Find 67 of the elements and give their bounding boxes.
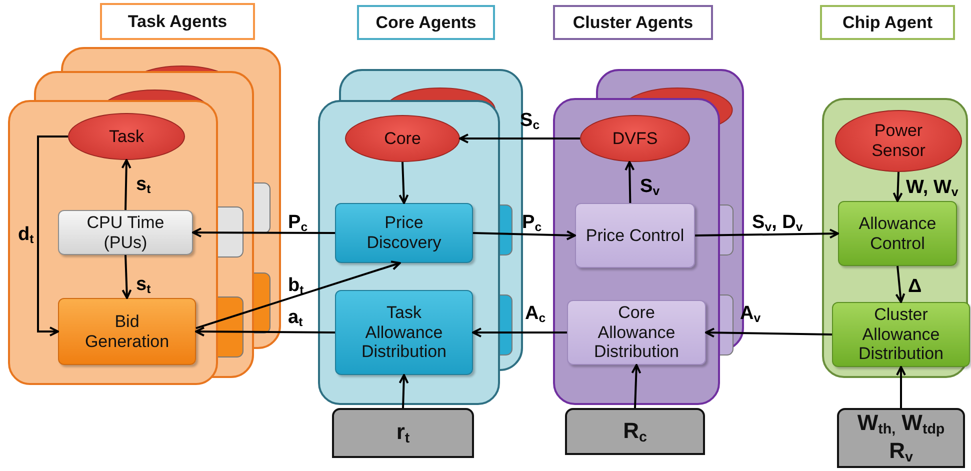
process-box: [832, 302, 970, 367]
arrow: [122, 254, 132, 299]
process-box: [58, 210, 193, 255]
arrow: [892, 172, 903, 202]
box-label: CPU Time (PUs): [86, 212, 166, 252]
arrow: [196, 260, 401, 330]
arrow: [624, 161, 635, 204]
arrow: [895, 266, 906, 303]
edge-label: s$_{t}$: [136, 275, 151, 296]
arrow: [694, 228, 839, 239]
input-label: r$_{t}$: [396, 419, 410, 447]
process-box: [567, 300, 706, 365]
edge-label: d$_{t}$: [18, 225, 34, 246]
group-title-box: [100, 3, 255, 40]
box-label: Cluster Allowance Distribution: [857, 305, 945, 364]
arrow: [121, 159, 132, 210]
arrow: [705, 328, 832, 338]
box-label: Price Control: [586, 226, 684, 246]
box-label: Price Discovery: [366, 213, 442, 253]
box-label: Task Allowance Distribution: [360, 303, 448, 362]
arrow: [896, 366, 906, 408]
edge-label: S$_{v}$: [640, 177, 660, 198]
arrow: [398, 162, 409, 204]
arrow: [631, 364, 642, 408]
box-label: Bid Generation: [84, 312, 170, 352]
arrow: [192, 228, 335, 238]
edge-label: A$_{c}$: [525, 304, 546, 324]
edge-label: P$_{c}$: [522, 213, 542, 234]
input-box: [565, 408, 705, 455]
agent-panel: [318, 100, 500, 405]
ellipse-label: Task: [109, 126, 144, 146]
input-box: [332, 408, 474, 458]
box-label: Core Allowance Distribution: [592, 303, 680, 362]
arrow: [37, 136, 68, 336]
arrow: [398, 374, 409, 408]
agent-panel: [822, 98, 968, 378]
edge-label: a$_{t}$: [288, 308, 303, 328]
arrow: [472, 328, 567, 338]
edge-label: s$_{t}$: [136, 175, 151, 196]
box-label: Allowance Control: [858, 214, 938, 254]
arrow: [472, 230, 576, 240]
edge-label: S$_{v}$, D$_{v}$: [752, 213, 803, 234]
input-label: W$_{th,}$ W$_{tdp}$ R$_{v}$: [856, 410, 946, 466]
arrow: [195, 326, 335, 337]
edge-label: W, W$_{v}$: [906, 178, 958, 198]
ellipse-label: Power Sensor: [870, 121, 926, 161]
edge-label: P$_{c}$: [288, 213, 308, 234]
input-label: R$_{c}$: [623, 418, 647, 446]
process-box: [58, 298, 196, 365]
group-title-box: [553, 5, 713, 40]
process-box: [838, 201, 957, 266]
process-box: [335, 203, 473, 263]
ellipse-label: DVFS: [612, 128, 658, 148]
group-title: Chip Agent: [842, 12, 933, 32]
group-title-box: [357, 5, 495, 40]
group-title: Core Agents: [376, 12, 476, 32]
agent-panel: [8, 100, 218, 385]
agent-panel: [553, 98, 720, 405]
process-box: [575, 203, 695, 268]
edge-label: Δ: [908, 277, 922, 296]
group-title: Cluster Agents: [572, 12, 694, 32]
process-box: [335, 290, 473, 375]
ellipse-label: Core: [384, 128, 421, 148]
group-title: Task Agents: [128, 12, 228, 32]
arrow: [459, 134, 580, 144]
group-title-box: [820, 5, 955, 40]
input-box: [837, 408, 965, 468]
